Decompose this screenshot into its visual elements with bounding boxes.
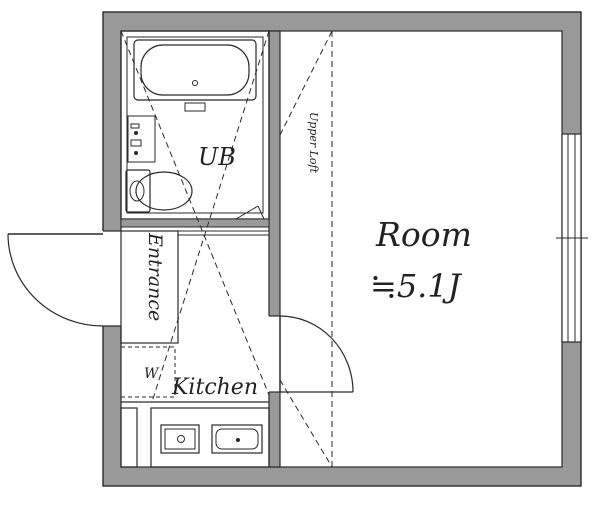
washer-space [120,346,176,398]
kitchen-label: Kitchen [171,375,258,400]
faucet [184,102,206,112]
outer-wall-edge [102,11,582,487]
room-door-swing [279,315,354,393]
ub-label: UB [198,143,236,171]
washer-label: W [144,366,160,382]
toilet-bowl [135,171,193,211]
entrance-opening [102,231,122,326]
toilet-tank [125,169,151,213]
entrance-door-swing [7,233,104,327]
ub-sink [127,115,156,163]
room-door-opening [268,316,281,392]
entrance-area [120,230,179,344]
kitchen-counter [150,407,270,468]
stove [160,424,200,454]
ub-bottom-wall [120,218,270,228]
partition-wall [268,30,281,468]
room-size-label: ≒5.1J [370,267,463,305]
room-label: Room [375,215,472,254]
loft-label: Upper Loft [307,112,320,174]
outer-wall [103,12,581,486]
unit-bath [120,30,270,220]
bathtub [133,39,257,101]
kitchen-sink [211,424,263,454]
storage-shelf [120,407,138,468]
entrance-label: Entrance [144,232,166,321]
